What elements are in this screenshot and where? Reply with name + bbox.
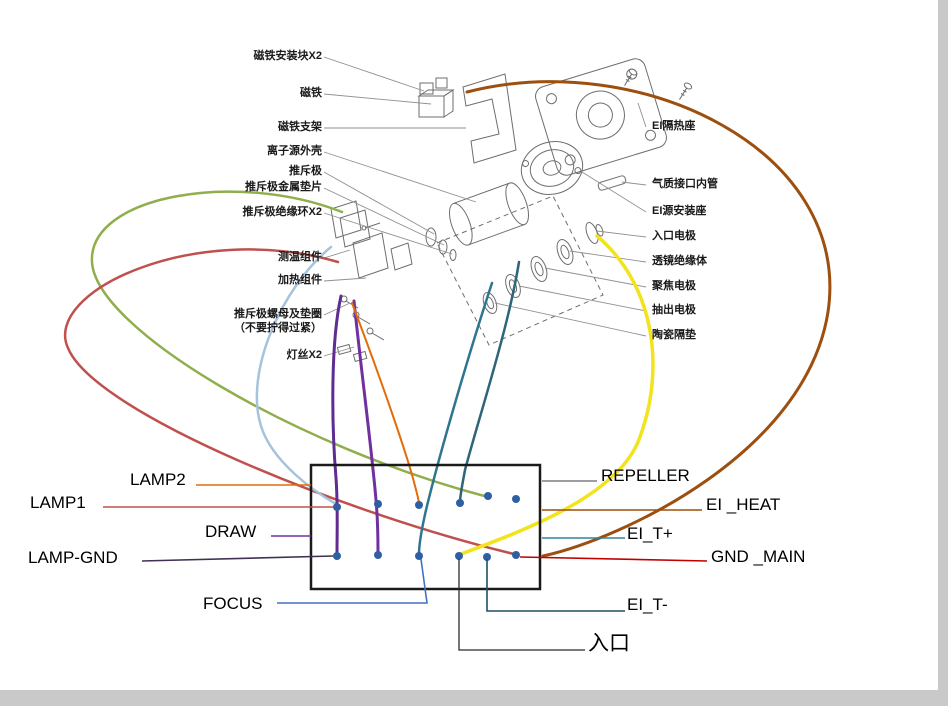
label-ei-mount-seat: EI源安装座 (652, 205, 707, 217)
magnet-bracket (462, 73, 517, 164)
label-heater: 加热组件 (278, 274, 322, 286)
gnd-main-line (519, 556, 708, 562)
connector-pin (374, 551, 382, 559)
connector-pin (455, 552, 463, 560)
wire-orange (351, 302, 420, 505)
connector-pin (512, 551, 520, 559)
leader-line (544, 267, 647, 288)
connector-pin (333, 503, 341, 511)
leader-line (323, 187, 445, 246)
wire-green (90, 190, 490, 499)
leader-line (323, 56, 425, 92)
interface-inner-tube (597, 175, 627, 191)
screw-top-2 (679, 82, 693, 100)
focus-electrode (530, 256, 548, 282)
label-repeller: 推斥极 (289, 165, 322, 177)
pin-label-draw: DRAW (205, 522, 257, 541)
connector-pin (456, 499, 464, 507)
focus-line (277, 558, 428, 604)
ion-source-housing (448, 182, 530, 246)
label-magnet-mount-block: 磁铁安装块X2 (253, 50, 322, 62)
label-repeller-nut-note: （不要拧得过紧） (234, 322, 322, 334)
leader-line (494, 302, 647, 337)
pin-label-lines (103, 480, 708, 651)
connector-pin (374, 500, 382, 508)
label-magnet: 磁铁 (300, 87, 322, 99)
magnet-mount-blocks (419, 77, 448, 95)
leader-line (581, 171, 647, 213)
pin-label-ei-heat: EI _HEAT (706, 495, 781, 514)
wire-teal-repeller (458, 260, 521, 504)
leader-line (323, 171, 435, 235)
leader-line (323, 151, 477, 203)
connector-pin (333, 552, 341, 560)
leader-line (596, 230, 647, 238)
pin-label-lamp-gnd: LAMP-GND (28, 548, 118, 567)
label-filament: 灯丝X2 (286, 349, 322, 361)
source-mount-flange (520, 141, 584, 195)
connector-pin (512, 495, 520, 503)
wire-teal-ei (417, 281, 494, 556)
wire-yellow (459, 234, 655, 556)
pin-label-ei-t-minus: EI_T- (627, 595, 668, 614)
pin-label-lamp2: LAMP2 (130, 470, 186, 489)
label-magnet-bracket: 磁铁支架 (278, 121, 322, 133)
leader-line (323, 212, 453, 255)
leader-lines (323, 56, 647, 357)
pin-label-focus: FOCUS (203, 594, 263, 613)
wire-brown (465, 80, 832, 558)
wire-red (64, 248, 516, 556)
leader-line (569, 250, 647, 263)
filaments (336, 343, 368, 363)
wire-purple-draw (352, 299, 380, 555)
pin-label-rukou: 入口 (588, 632, 630, 655)
ei-t-minus-line (486, 559, 625, 612)
rukou-line (458, 559, 585, 651)
leader-line (323, 249, 351, 259)
label-repeller-metal-spacer: 推斥极金属垫片 (245, 181, 322, 193)
screw-top-1 (624, 68, 638, 86)
label-ceramic-spacer: 陶瓷隔垫 (652, 329, 696, 341)
label-ion-source-shell: 离子源外壳 (267, 145, 322, 157)
connector-pin (483, 553, 491, 561)
pin-label-ei-t-plus: EI_T+ (627, 524, 673, 543)
repeller-parts (425, 227, 457, 261)
leader-line (637, 102, 647, 128)
label-lens-insulator: 透镜绝缘体 (652, 255, 707, 267)
connector-box (309, 463, 542, 591)
heater-temp-assembly (330, 200, 413, 279)
entrance-electrode (585, 222, 604, 244)
magnet (417, 89, 455, 118)
pin-label-gnd-main: GND _MAIN (711, 547, 806, 566)
pin-label-lamp1: LAMP1 (30, 493, 86, 512)
leader-line (323, 93, 432, 105)
pin-label-repeller: REPELLER (601, 466, 690, 485)
leader-line (621, 181, 647, 186)
lens-insulator (556, 239, 574, 265)
leader-line (323, 277, 367, 282)
label-ei-insulator-seat: EI隔热座 (652, 120, 696, 132)
leader-line (323, 346, 355, 357)
exploded-assembly (330, 58, 693, 363)
label-focus-electrode: 聚焦电极 (652, 280, 696, 292)
label-entrance-electrode: 入口电极 (652, 230, 696, 242)
wire-purple-lamp-gnd (331, 294, 343, 556)
leader-line (518, 285, 647, 312)
label-extraction-electrode: 抽出电极 (652, 304, 696, 316)
connector-pin (415, 552, 423, 560)
ei-insulation-plate (535, 58, 667, 176)
label-repeller-nut: 推斥极螺母及垫圈 (234, 308, 322, 320)
label-temp-sensor: 测温组件 (278, 251, 322, 263)
lamp-gnd-line (141, 555, 334, 562)
label-repeller-insulator-ring: 推斥极绝缘环X2 (242, 206, 322, 218)
wires (64, 80, 832, 558)
connector-pin (415, 501, 423, 509)
lens-stack-outline (436, 195, 604, 346)
connector-pins (333, 492, 520, 561)
label-interface-tube: 气质接口内管 (652, 178, 718, 190)
connector-pin (484, 492, 492, 500)
